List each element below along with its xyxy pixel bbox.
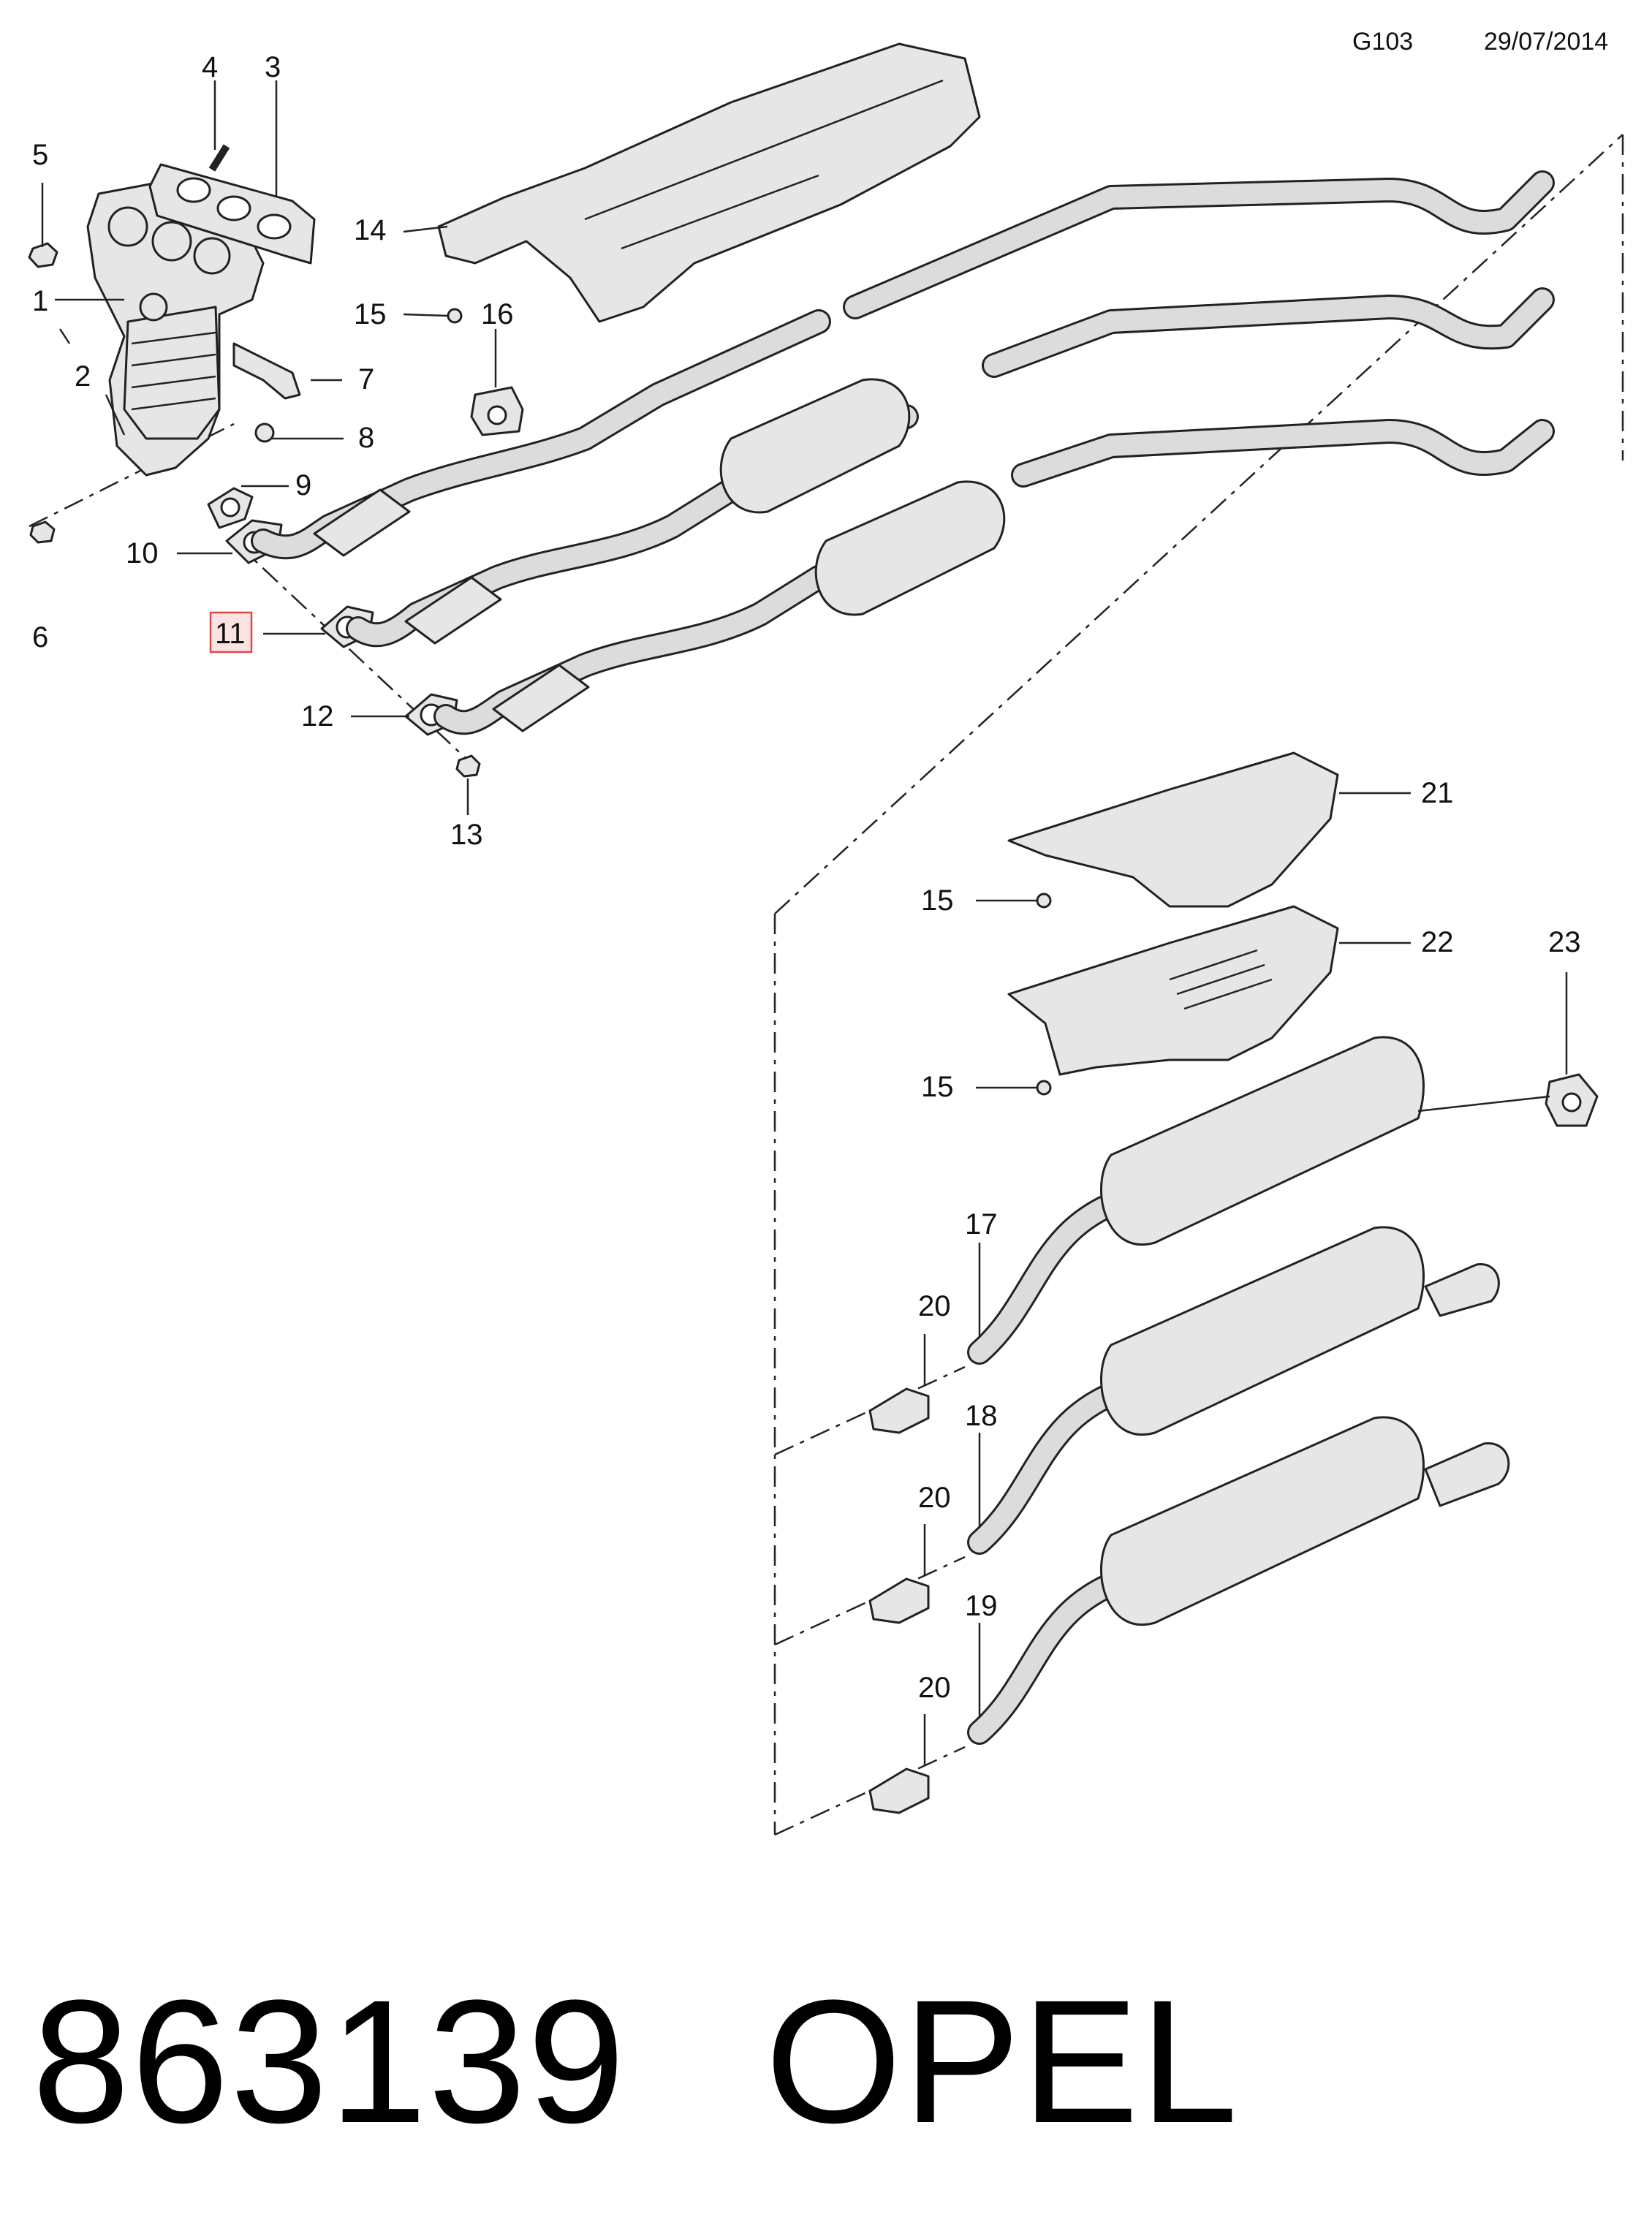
- rear-muffler-18[interactable]: [967, 1226, 1500, 1555]
- rear-heat-shield-22[interactable]: [1007, 905, 1339, 1076]
- pipe-clamp-3[interactable]: [868, 1767, 930, 1814]
- stud[interactable]: [208, 144, 230, 172]
- pipe-clamp-1[interactable]: [868, 1387, 930, 1434]
- callout-leaders: [41, 80, 1568, 1765]
- callout-21[interactable]: 21: [1421, 777, 1454, 809]
- pipe-clamp-2[interactable]: [868, 1577, 930, 1624]
- callout-7[interactable]: 7: [358, 363, 374, 395]
- callout-2[interactable]: 2: [75, 360, 91, 393]
- callout-1[interactable]: 1: [32, 285, 48, 317]
- flange-gasket-9[interactable]: [207, 487, 254, 529]
- upper-heat-shield[interactable]: [437, 42, 981, 323]
- callout-12[interactable]: 12: [301, 700, 334, 732]
- callout-19[interactable]: 19: [965, 1590, 998, 1622]
- header-date: 29/07/2014: [1484, 28, 1608, 56]
- callout-20-a[interactable]: 20: [918, 1290, 951, 1322]
- intermediate-pipe-2[interactable]: [982, 287, 1555, 378]
- part-number: 863139: [32, 1963, 626, 2159]
- heat-shield-bracket[interactable]: [232, 342, 301, 400]
- nut-15-b[interactable]: [1036, 893, 1052, 909]
- callout-3[interactable]: 3: [265, 51, 281, 83]
- callout-labels: 4 3 5 1 2 7 8 9 10 11 12 13 14 15 16 21 …: [32, 51, 1581, 1704]
- exhaust-manifold-catalyst[interactable]: [86, 181, 265, 477]
- callout-18[interactable]: 18: [965, 1400, 998, 1432]
- callout-10[interactable]: 10: [126, 537, 159, 569]
- callout-4[interactable]: 4: [202, 51, 218, 83]
- rear-heat-shield-21[interactable]: [1007, 751, 1339, 908]
- callout-9[interactable]: 9: [295, 469, 311, 501]
- nut-15-c[interactable]: [1036, 1080, 1052, 1096]
- flange-nut[interactable]: [455, 754, 481, 778]
- nut-lower[interactable]: [29, 520, 56, 544]
- callout-20-c[interactable]: 20: [918, 1672, 951, 1704]
- rear-muffler-19[interactable]: [967, 1416, 1510, 1745]
- callout-6[interactable]: 6: [32, 621, 48, 653]
- callout-11-highlight: [209, 611, 253, 653]
- callout-22[interactable]: 22: [1421, 926, 1454, 958]
- manifold-gasket[interactable]: [148, 163, 316, 265]
- callout-14[interactable]: 14: [354, 214, 387, 246]
- header-code: G103: [1352, 28, 1413, 56]
- callout-8[interactable]: 8: [358, 422, 374, 454]
- bolt[interactable]: [254, 423, 275, 443]
- callout-17[interactable]: 17: [965, 1208, 998, 1240]
- front-pipe-variant-2[interactable]: [346, 404, 919, 648]
- callout-11[interactable]: 11: [215, 618, 246, 650]
- callout-15-b[interactable]: 15: [921, 884, 954, 917]
- callout-15-a[interactable]: 15: [354, 298, 387, 330]
- center-muffler-1[interactable]: [719, 378, 911, 514]
- front-pipe-variant-3[interactable]: [433, 499, 992, 735]
- nut[interactable]: [28, 242, 58, 268]
- rear-rubber-hanger[interactable]: [1545, 1073, 1599, 1127]
- callout-20-b[interactable]: 20: [918, 1482, 951, 1514]
- nut-15-a[interactable]: [447, 308, 463, 324]
- rear-muffler-17[interactable]: [967, 1036, 1550, 1365]
- assembly-frame-lines: [29, 134, 1624, 1836]
- front-pipe-variant-1[interactable]: [251, 309, 831, 560]
- rubber-hanger[interactable]: [470, 386, 524, 436]
- callout-5[interactable]: 5: [32, 139, 48, 171]
- center-muffler-2[interactable]: [814, 480, 1006, 616]
- callout-16[interactable]: 16: [481, 298, 514, 330]
- callout-15-c[interactable]: 15: [921, 1071, 954, 1103]
- intermediate-pipe-1[interactable]: [843, 170, 1555, 319]
- callout-13[interactable]: 13: [450, 819, 483, 851]
- brand-name: OPEL: [765, 1963, 1240, 2159]
- intermediate-pipe-3[interactable]: [1011, 419, 1555, 488]
- callout-23[interactable]: 23: [1548, 926, 1581, 958]
